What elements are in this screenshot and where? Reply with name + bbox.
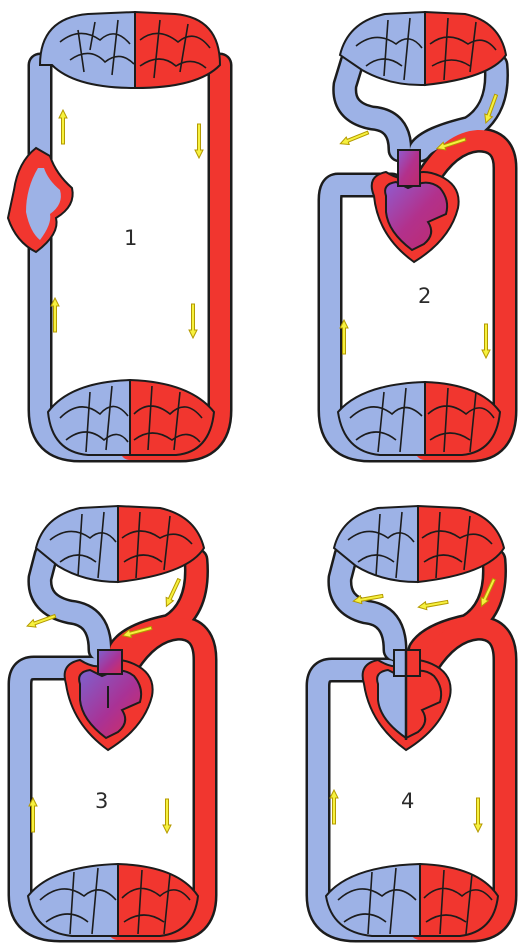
panel-number: 3 — [95, 789, 108, 813]
capillary-bed-bottom — [48, 380, 214, 455]
panel-2: 2 — [330, 12, 506, 455]
panel-1: 1 — [8, 12, 220, 455]
capillary-bed-lungs — [334, 506, 504, 582]
capillary-bed-body — [326, 864, 498, 936]
flow-direction-arrow-icon — [474, 798, 482, 832]
flow-direction-arrow-icon — [418, 598, 449, 611]
capillary-bed-body — [28, 864, 198, 936]
flow-direction-arrow-icon — [482, 324, 490, 358]
flow-direction-arrow-icon — [163, 799, 171, 833]
capillary-bed-body — [338, 382, 500, 455]
panel-4: 4 — [318, 506, 505, 936]
capillary-bed-lungs — [340, 12, 506, 85]
panel-3: 3 — [20, 506, 205, 936]
panel-number: 4 — [401, 789, 414, 813]
flow-direction-arrow-icon — [189, 304, 197, 338]
flow-direction-arrow-icon — [330, 790, 338, 824]
panel-number: 1 — [124, 226, 137, 250]
panel-number: 2 — [418, 284, 431, 308]
flow-direction-arrow-icon — [59, 110, 67, 144]
capillary-bed-lungs — [36, 506, 204, 582]
flow-direction-arrow-icon — [195, 124, 203, 158]
capillary-bed-top — [40, 12, 220, 88]
flow-arrows — [51, 110, 203, 338]
flow-direction-arrow-icon — [339, 129, 370, 148]
